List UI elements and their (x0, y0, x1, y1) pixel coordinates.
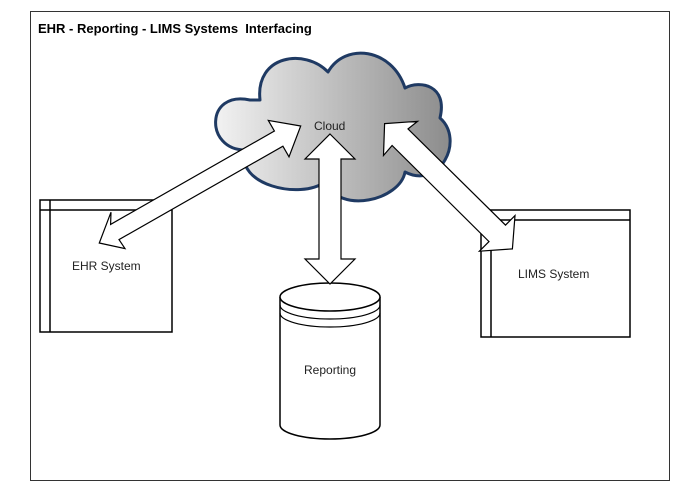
lims-system-node (480, 209, 631, 338)
diagram-frame (30, 11, 670, 481)
diagram-title: EHR - Reporting - LIMS Systems Interfaci… (38, 21, 312, 36)
reporting-database-node (279, 282, 381, 440)
lims-system-label: LIMS System (518, 267, 590, 281)
ehr-system-label: EHR System (72, 259, 141, 273)
reporting-label: Reporting (304, 363, 357, 377)
arrow-cloud-lims (382, 120, 516, 252)
arrow-cloud-reporting (303, 133, 357, 285)
arrow-cloud-ehr (98, 119, 302, 250)
cloud-label: Cloud (314, 119, 346, 133)
